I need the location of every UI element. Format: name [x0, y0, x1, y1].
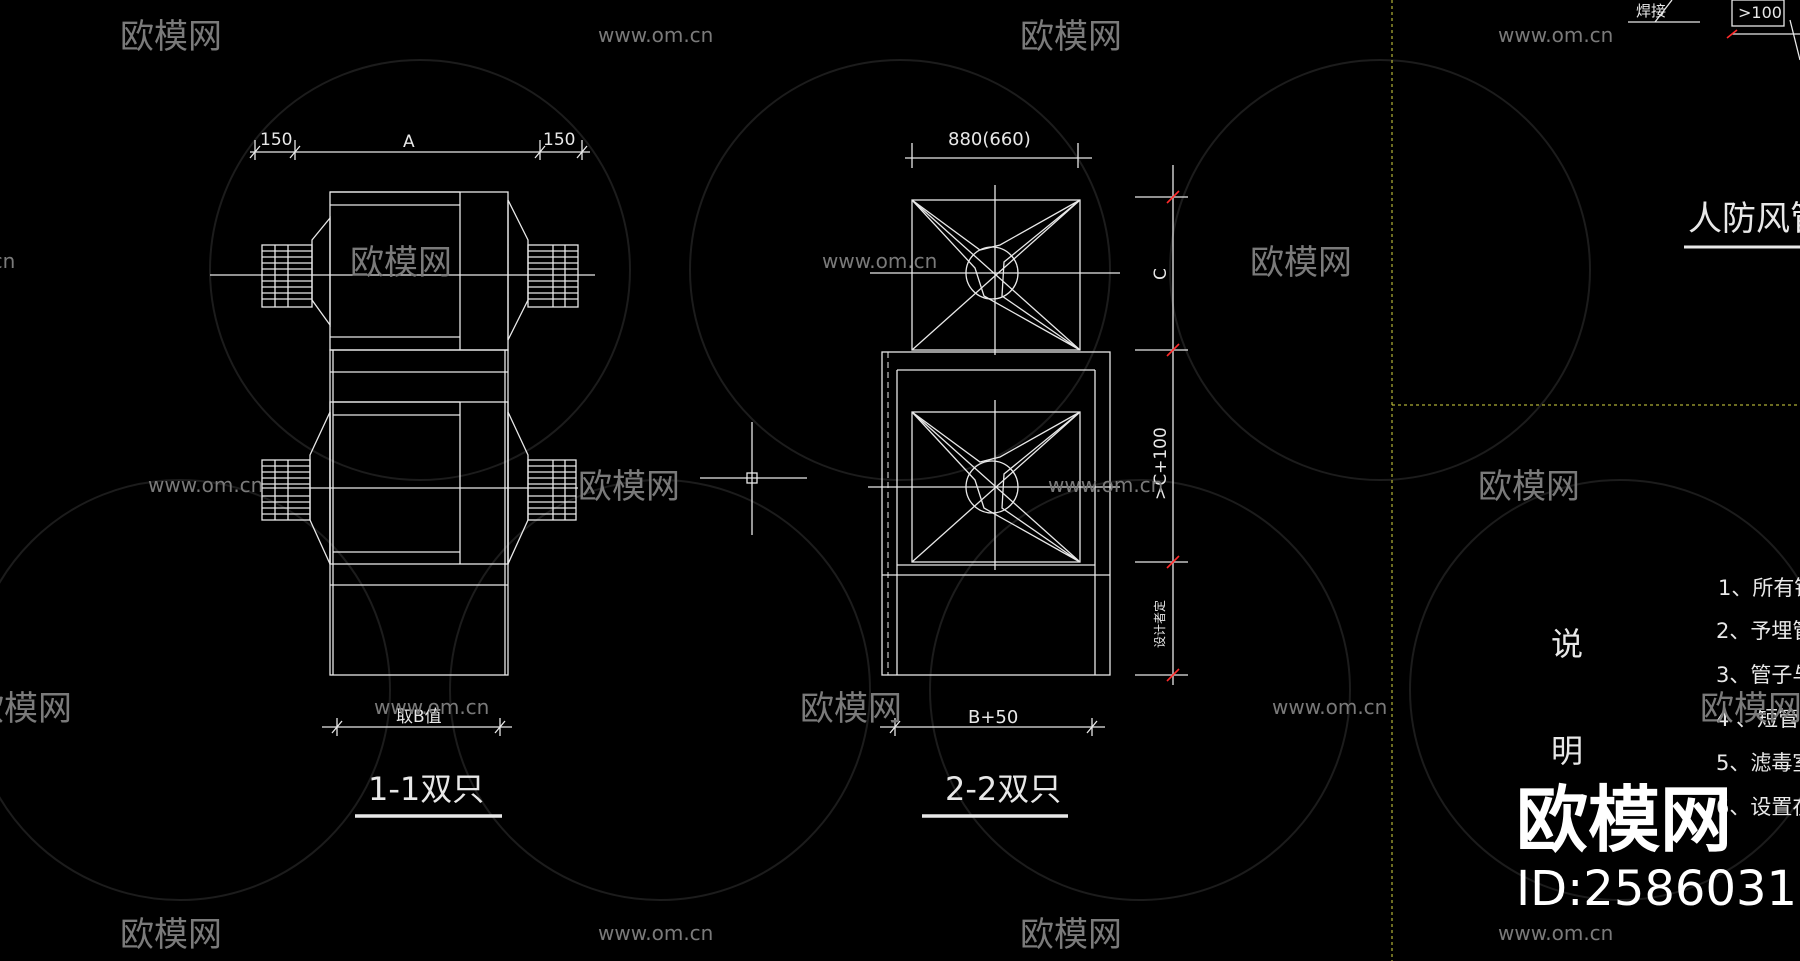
note-item-5: 5、滤毒室	[1716, 751, 1800, 775]
left-upper-fins-left	[262, 245, 312, 307]
note-item-4: 4 、短管	[1716, 707, 1799, 731]
watermark-url: www.om.cn	[1498, 921, 1613, 945]
watermark-big-brand: 欧模网	[1516, 778, 1732, 862]
right-view: 880(660) C >C+100	[868, 129, 1188, 818]
watermark-brand: 欧模网	[0, 689, 72, 729]
watermark-brand: 欧模网	[350, 243, 452, 283]
watermark-brand: 欧模网	[578, 467, 680, 507]
right-dim-bottom: B+50	[968, 707, 1018, 728]
watermark-brand: 欧模网	[120, 915, 222, 955]
notes-side-label-1: 说	[1551, 625, 1583, 663]
watermarks: 欧模网 www.om.cn 欧模网 www.om.cn www.om.cn 欧模…	[0, 17, 1800, 955]
watermark-brand: 欧模网	[1020, 17, 1122, 57]
left-dim-150-left: 150	[260, 130, 292, 150]
watermark-brand: 欧模网	[1700, 689, 1800, 729]
watermark-brand: 欧模网	[1250, 243, 1352, 283]
watermark-circles	[0, 59, 1800, 901]
note-item-1: 1、所有钢	[1718, 576, 1800, 600]
left-upper-fins-right	[528, 245, 578, 307]
left-dim-bottom: 取B值	[396, 707, 442, 727]
notes-side-label-2: 明	[1551, 732, 1583, 770]
left-lower-fins-left	[262, 460, 310, 520]
watermark-url: www.om.cn	[374, 695, 489, 719]
note-item-6: 6、设置在	[1716, 795, 1800, 819]
weld-label: 焊接	[1636, 2, 1666, 20]
cad-crosshair-cursor	[700, 422, 807, 535]
watermark-url: www.om.cn	[148, 473, 263, 497]
left-lower-fins-right	[528, 460, 576, 520]
note-item-2: 2、予埋管	[1716, 619, 1800, 643]
note-item-3: 3、管子与	[1716, 663, 1800, 687]
notes-panel: 焊接 >100 人防风管 说 明 1、所有钢 2、予埋管 3、管子与 4 、短管…	[1391, 0, 1800, 961]
left-dim-150-right: 150	[543, 130, 575, 150]
watermark-url: www.om.cn	[598, 23, 713, 47]
watermark-url: www.om.cn	[1498, 23, 1613, 47]
watermark-url: www.om.cn	[598, 921, 713, 945]
watermark-brand: 欧模网	[1478, 467, 1580, 507]
watermark-url: www.om.cn	[822, 249, 937, 273]
left-view-title: 1-1双只	[368, 770, 484, 808]
right-view-title: 2-2双只	[945, 770, 1061, 808]
watermark-url: www.om.cn	[0, 249, 15, 273]
weld-dim: >100	[1738, 3, 1782, 22]
watermark-url: www.om.cn	[1048, 473, 1163, 497]
watermark-brand: 欧模网	[1020, 915, 1122, 955]
watermark-brand: 欧模网	[800, 689, 902, 729]
left-dim-a: A	[403, 132, 415, 152]
left-view: 150 A 150	[210, 130, 595, 818]
right-dim-c100: >C+100	[1151, 427, 1171, 500]
panel-title: 人防风管	[1688, 199, 1800, 239]
watermark-brand: 欧模网	[120, 17, 222, 57]
right-dim-top: 880(660)	[948, 129, 1031, 150]
watermark-url: www.om.cn	[1272, 695, 1387, 719]
right-dim-c: C	[1151, 268, 1171, 280]
right-dim-design: 设计者定	[1152, 600, 1167, 648]
watermark-id: ID:2586031	[1516, 861, 1797, 917]
